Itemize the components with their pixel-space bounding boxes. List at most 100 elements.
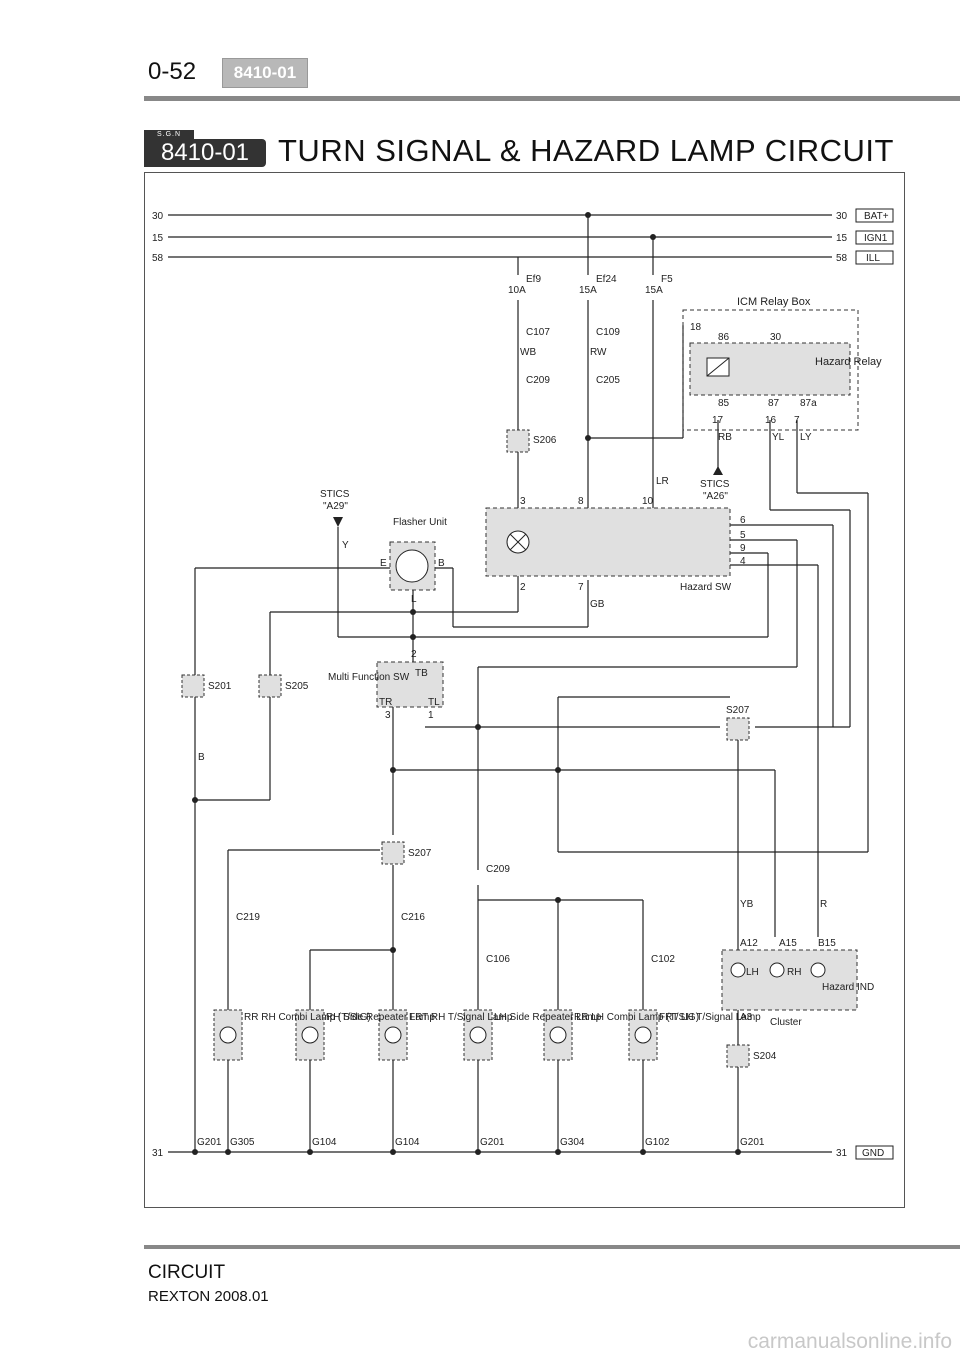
svg-text:1: 1	[428, 710, 434, 721]
svg-text:G104: G104	[312, 1137, 337, 1148]
splice-s207-upper	[726, 717, 750, 741]
svg-text:TR: TR	[379, 697, 392, 708]
svg-text:6: 6	[740, 515, 746, 526]
hazard-relay-label: Hazard Relay	[815, 356, 882, 368]
svg-text:C209: C209	[526, 375, 550, 386]
hazard-sw-label: Hazard SW	[680, 582, 732, 593]
svg-text:18: 18	[690, 322, 702, 333]
diagram-frame	[144, 172, 905, 1208]
svg-text:9: 9	[740, 543, 746, 554]
svg-text:WB: WB	[520, 347, 536, 358]
svg-text:2: 2	[520, 582, 526, 593]
svg-text:G201: G201	[197, 1137, 222, 1148]
svg-text:S206: S206	[533, 435, 557, 446]
fuse-ef9-rating: 10A	[508, 285, 526, 296]
svg-text:G102: G102	[645, 1137, 670, 1148]
svg-text:E: E	[380, 558, 387, 569]
svg-text:C106: C106	[486, 954, 510, 965]
svg-text:C109: C109	[596, 327, 620, 338]
svg-text:C209: C209	[486, 864, 510, 875]
svg-text:C205: C205	[596, 375, 620, 386]
rail-15-left: 15	[152, 233, 164, 244]
title-code-badge: 8410-01	[144, 139, 266, 167]
tag-ill: ILL	[866, 253, 880, 264]
svg-text:YL: YL	[772, 432, 785, 443]
svg-text:7: 7	[794, 415, 800, 426]
header-rule	[144, 96, 960, 101]
svg-text:4: 4	[740, 556, 746, 567]
icm-relay-box	[682, 309, 859, 431]
footer-section: CIRCUIT	[148, 1262, 226, 1283]
svg-text:2: 2	[411, 649, 417, 660]
svg-text:S207: S207	[726, 705, 750, 716]
svg-text:C219: C219	[236, 912, 260, 923]
svg-text:7: 7	[578, 582, 584, 593]
hazard-switch	[485, 507, 731, 577]
watermark: carmanualsonline.info	[747, 1330, 952, 1353]
splice-s204	[726, 1044, 750, 1068]
svg-text:87a: 87a	[800, 398, 817, 409]
rail-30-left: 30	[152, 211, 164, 222]
rail-58-right: 58	[836, 253, 848, 264]
stics-a26: STICS	[700, 479, 730, 490]
svg-text:LY: LY	[800, 432, 812, 443]
svg-text:A12: A12	[740, 938, 758, 949]
svg-text:S201: S201	[208, 681, 232, 692]
page-number: 0-52	[148, 58, 197, 85]
svg-text:C102: C102	[651, 954, 675, 965]
ground-label-left: 31	[152, 1148, 164, 1159]
lamp-label-lh-side: LH Side Repeater Lamp	[494, 1012, 602, 1023]
svg-text:B: B	[198, 752, 205, 763]
svg-text:B15: B15	[818, 938, 836, 949]
svg-text:RB: RB	[718, 432, 732, 443]
fuse-f5: F5	[661, 274, 673, 285]
lamp-label-frt-rh: FRT RH T/Signal Lamp	[409, 1012, 513, 1023]
svg-text:30: 30	[770, 332, 782, 343]
svg-text:S207: S207	[408, 848, 432, 859]
page-title: TURN SIGNAL & HAZARD LAMP CIRCUIT	[278, 133, 894, 168]
header-code-badge: 8410-01	[222, 58, 308, 88]
brand-tag: S.G.N	[144, 130, 194, 139]
svg-text:TL: TL	[428, 697, 440, 708]
svg-text:85: 85	[718, 398, 730, 409]
cluster	[721, 949, 858, 1011]
multi-sw-label: Multi Function SW	[328, 672, 410, 683]
svg-text:"A29": "A29"	[323, 501, 348, 512]
svg-text:A3: A3	[740, 1012, 753, 1023]
splice-s207-lower	[381, 841, 405, 865]
fuse-f5-rating: 15A	[645, 285, 663, 296]
svg-text:"A26": "A26"	[703, 491, 728, 502]
tag-ign1: IGN1	[864, 233, 888, 244]
svg-text:G201: G201	[480, 1137, 505, 1148]
cluster-label: Cluster	[770, 1017, 802, 1028]
lamp-label-rh-side: RH Side Repeater Lamp	[326, 1012, 435, 1023]
svg-text:RW: RW	[590, 347, 607, 358]
svg-text:TB: TB	[415, 668, 428, 679]
svg-text:17: 17	[712, 415, 724, 426]
splice-s201	[181, 674, 205, 698]
svg-text:RH: RH	[787, 967, 801, 978]
svg-text:8: 8	[578, 496, 584, 507]
svg-text:3: 3	[520, 496, 526, 507]
svg-text:10: 10	[642, 496, 654, 507]
svg-text:C216: C216	[401, 912, 425, 923]
lamp-label-rr-rh: RR RH Combi Lamp (T/SIG)	[244, 1012, 371, 1023]
tag-gnd: GND	[862, 1148, 884, 1159]
svg-text:5: 5	[740, 530, 746, 541]
stics-a29: STICS	[320, 489, 350, 500]
rail-58-left: 58	[152, 253, 164, 264]
svg-text:Hazard IND: Hazard IND	[822, 982, 874, 993]
fuse-ef9: Ef9	[526, 274, 541, 285]
lamp-label-frt-lh: FRT LH T/Signal Lamp	[659, 1012, 761, 1023]
rail-30-right: 30	[836, 211, 848, 222]
svg-text:3: 3	[385, 710, 391, 721]
svg-text:YB: YB	[740, 899, 754, 910]
svg-text:C107: C107	[526, 327, 550, 338]
footer-rule	[144, 1245, 960, 1249]
tag-bat: BAT+	[864, 211, 889, 222]
splice-s206	[506, 429, 530, 453]
ground-label-right: 31	[836, 1148, 848, 1159]
flasher-label: Flasher Unit	[393, 517, 447, 528]
svg-text:B: B	[438, 558, 445, 569]
